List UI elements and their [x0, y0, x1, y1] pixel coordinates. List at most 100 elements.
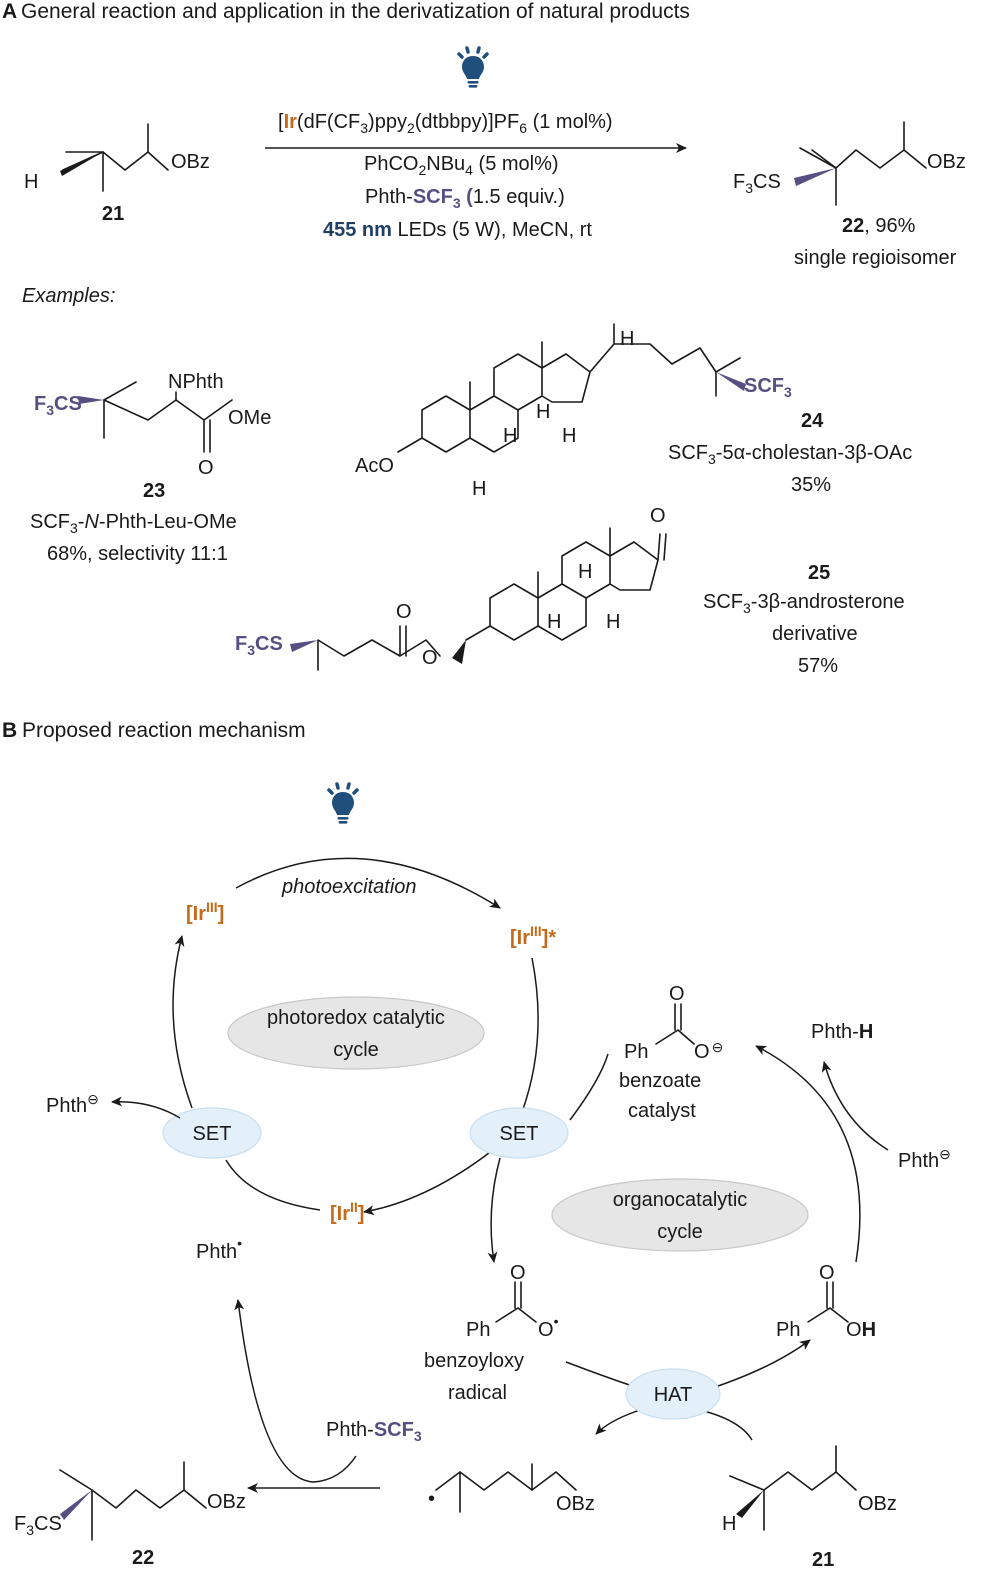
- compound-25-f3cs: F3CS: [235, 633, 283, 658]
- organo-oval: [551, 1178, 809, 1252]
- svg-text:benzoate: benzoate: [619, 1070, 701, 1092]
- svg-text:O: O: [669, 983, 685, 1005]
- mech-22-wedge: [60, 1490, 92, 1520]
- compound-21-h: H: [24, 171, 38, 193]
- compound-23-chain: [103, 399, 233, 439]
- compound-22: F3CS OBz 22, 96% single regioisomer: [733, 121, 966, 269]
- set-right-oval: [469, 1107, 569, 1159]
- svg-text:radical: radical: [448, 1382, 507, 1404]
- compound-25-ester-o2: O: [422, 647, 438, 669]
- compound-25-yield: 57%: [798, 655, 838, 677]
- compound-25-ring-a: [465, 583, 539, 641]
- compound-24-aco: AcO: [355, 455, 394, 477]
- section-a-letter: A: [2, 0, 17, 23]
- section-a-title: General reaction and application in the …: [21, 0, 690, 23]
- svg-text:Ph: Ph: [776, 1319, 800, 1341]
- svg-text:•: •: [428, 1488, 435, 1510]
- ir3-excited-label: [IrIII]*: [510, 923, 556, 949]
- organo-right-arc: [755, 1045, 861, 1263]
- compound-25-wedge2: [452, 640, 466, 664]
- svg-text:OBz: OBz: [556, 1493, 595, 1515]
- compound-24-ring-b: [469, 395, 519, 453]
- compound-25-ring-d: [609, 541, 659, 591]
- compound-23-methyl: [103, 381, 137, 401]
- svg-text:OH: OH: [846, 1319, 876, 1341]
- compound-25-wedge: [290, 640, 318, 652]
- compound-25-ester-co: [399, 625, 407, 657]
- cycle-bottom-left-arc: [225, 1159, 321, 1211]
- hat-in-right: [699, 1409, 753, 1441]
- cycle-left-arc: [172, 935, 193, 1109]
- compound-25-line2: derivative: [772, 623, 858, 645]
- benzoyloxy-radical: O Ph O• benzoyloxy radical: [424, 1262, 559, 1404]
- photoredox-oval: [227, 996, 485, 1070]
- compound-22-f3cs: F3CS: [733, 171, 781, 196]
- phth-anion-left-arrow: [111, 1096, 181, 1119]
- lightbulb-icon: [457, 46, 489, 90]
- mech-radical-methyls: [459, 1463, 533, 1513]
- compound-24-yield: 35%: [791, 474, 831, 496]
- svg-text:O: O: [819, 1262, 835, 1284]
- section-b-title: Proposed reaction mechanism: [22, 719, 306, 742]
- compound-23: F3CS NPhth OMe O 23 SCF3-N-Phth-Leu-OMe …: [30, 371, 271, 565]
- benzoate-to-set: [569, 1053, 609, 1121]
- mech-21-wedge: [736, 1490, 764, 1518]
- compound-24-tail: [715, 357, 741, 397]
- photoredox-line2: cycle: [333, 1039, 379, 1061]
- compound-22-chain: [811, 149, 927, 169]
- compound-24-ring-c: [493, 353, 543, 411]
- reagent-line: Phth-SCF3 (1.5 equiv.): [365, 186, 565, 211]
- compound-21-obz: OBz: [171, 151, 210, 173]
- compound-24-sidechain: [469, 323, 717, 411]
- compound-23-number: 23: [143, 480, 165, 502]
- svg-text:21: 21: [812, 1549, 834, 1571]
- compound-24-scf3: SCF3: [744, 375, 792, 400]
- compound-23-o: O: [198, 457, 214, 479]
- compound-25-ketone-o: O: [650, 505, 666, 527]
- light-line: 455 nm LEDs (5 W), MeCN, rt: [323, 219, 592, 241]
- compound-24-h1: H: [536, 401, 550, 423]
- compound-25-name: SCF3-3β-androsterone: [703, 591, 905, 616]
- catalyst-line: [Ir(dF(CF3)ppy2(dtbbpy)]PF6 (1 mol%): [278, 111, 613, 136]
- phth-h: Phth-H: [811, 1021, 873, 1043]
- compound-24-ring-a: [397, 395, 471, 453]
- compound-23-f3cs: F3CS: [34, 393, 82, 418]
- svg-text:O: O: [510, 1262, 526, 1284]
- compound-24: AcO H H H H H SCF3 24 SCF3-5α-cholestan-…: [355, 323, 912, 500]
- cycle-right-arc: [521, 957, 539, 1113]
- compound-25-h3: H: [606, 611, 620, 633]
- compound-23-wedge: [78, 396, 104, 404]
- section-b-letter: B: [2, 719, 17, 742]
- reaction-conditions: [Ir(dF(CF3)ppy2(dtbbpy)]PF6 (1 mol%) PhC…: [265, 111, 687, 241]
- compound-24-h3: H: [562, 425, 576, 447]
- compound-23-yield: 68%, selectivity 11:1: [47, 543, 228, 565]
- svg-text:Ph: Ph: [624, 1041, 648, 1063]
- examples-label: Examples:: [22, 285, 115, 307]
- phth-anion-left: Phth⊖: [46, 1091, 99, 1117]
- mech-22-methyls: [59, 1461, 185, 1541]
- acid-bonds: [807, 1281, 849, 1323]
- svg-text:F3CS: F3CS: [14, 1513, 62, 1538]
- compound-22-wedge: [794, 168, 836, 186]
- compound-24-ring-d: [541, 353, 591, 403]
- hat-label: HAT: [654, 1384, 693, 1406]
- svg-text:H: H: [722, 1513, 736, 1535]
- svg-text:OBz: OBz: [207, 1491, 246, 1513]
- photoredox-line1: photoredox catalytic: [267, 1007, 445, 1029]
- mech-21-methyls: [729, 1445, 837, 1531]
- compound-24-wedge: [716, 372, 746, 391]
- compound-24-h2: H: [503, 425, 517, 447]
- compound-25-number: 25: [808, 562, 830, 584]
- mech-radical-chain: [435, 1471, 577, 1491]
- ir3-label: [IrIII]: [186, 899, 224, 925]
- compound-25-ring-c: [561, 541, 611, 599]
- hat-oval: [625, 1368, 721, 1420]
- compound-25-h1: H: [578, 561, 592, 583]
- mech-alkyl-radical: • OBz: [428, 1463, 595, 1515]
- svg-text:O⊖: O⊖: [694, 1039, 723, 1063]
- set-to-radical-arrow: [487, 1157, 501, 1263]
- compound-24-name: SCF3-5α-cholestan-3β-OAc: [668, 442, 912, 467]
- svg-text:Ph: Ph: [466, 1319, 490, 1341]
- cycle-bottom-arc: [363, 1145, 499, 1216]
